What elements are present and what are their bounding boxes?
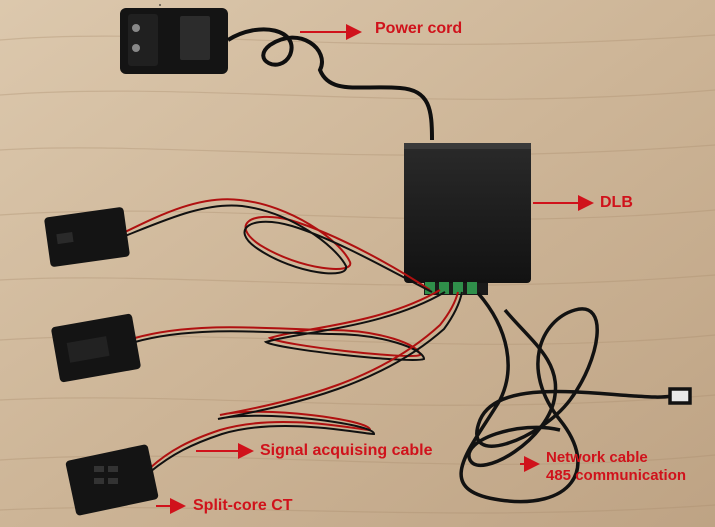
label-split-core-ct: Split-core CT bbox=[193, 497, 293, 514]
split-core-ct-icon-3 bbox=[65, 444, 159, 516]
power-cord bbox=[226, 27, 434, 141]
dlb-box-icon bbox=[404, 143, 531, 295]
label-network-cable: Network cable bbox=[546, 449, 648, 466]
network-cable bbox=[459, 291, 692, 504]
split-core-ct-icon-2 bbox=[51, 313, 141, 383]
label-dlb: DLB bbox=[600, 194, 633, 211]
signal-cables bbox=[124, 198, 463, 473]
label-power-cord: Power cord bbox=[375, 20, 463, 37]
annotation-arrows bbox=[156, 24, 594, 514]
split-core-ct-icon bbox=[44, 207, 130, 267]
label-485-communication: 485 communication bbox=[546, 467, 687, 484]
label-signal-cable: Signal acquising cable bbox=[260, 442, 433, 459]
power-adapter-icon bbox=[120, 4, 228, 74]
